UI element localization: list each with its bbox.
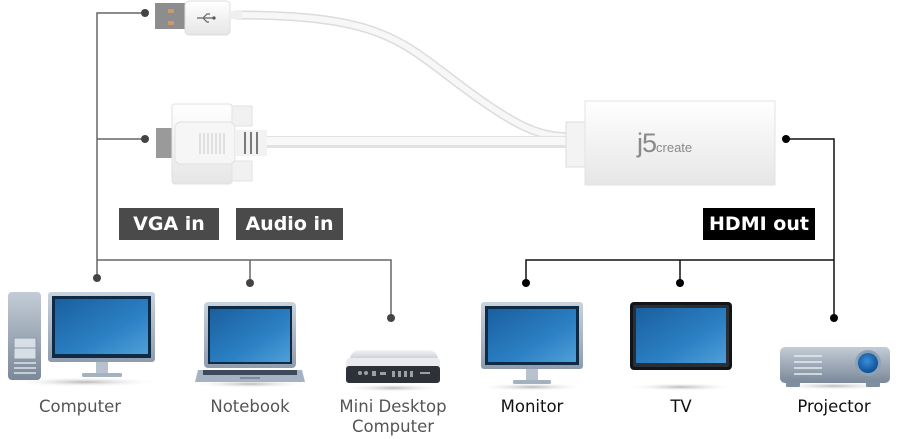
input-wiring [96, 12, 392, 318]
input-wire-dots [93, 9, 395, 322]
vga-dot [141, 135, 149, 143]
monitor-label: Monitor [500, 397, 564, 416]
brand-sub: create [656, 140, 693, 155]
projector-icon [776, 347, 892, 390]
mini-desktop-label-line2: Computer [351, 417, 435, 436]
usb-cable [234, 10, 571, 142]
usb-plug-icon [155, 0, 242, 36]
notebook-dot [246, 279, 254, 287]
projector-label: Projector [797, 397, 871, 416]
computer-label: Computer [38, 397, 122, 416]
projector-dot [830, 314, 838, 322]
vga-in-label: VGA in [119, 208, 219, 240]
output-wire-dots [522, 135, 838, 322]
notebook-label: Notebook [210, 397, 290, 416]
source-bus [97, 259, 392, 318]
vga-cable [265, 136, 570, 148]
tv-dot [676, 279, 684, 287]
mini-dot [387, 314, 395, 322]
tv-icon [626, 302, 736, 391]
mini-desktop-icon [343, 350, 443, 392]
computer-dot [93, 274, 101, 282]
hdmi-wire [786, 138, 835, 318]
brand-logo: j5create [637, 128, 692, 159]
vga-plug-icon [156, 103, 267, 185]
monitor-icon [477, 302, 587, 391]
tv-label: TV [670, 397, 692, 416]
usb-dot [141, 9, 149, 17]
hdmi-out-label: HDMI out [703, 208, 815, 240]
laptop-icon [190, 302, 310, 388]
brand-main: j5 [637, 128, 657, 158]
monitor-dot [522, 279, 530, 287]
desktop-computer-icon [8, 292, 160, 387]
usb-wire [96, 12, 145, 278]
audio-in-label: Audio in [236, 208, 343, 240]
usb-symbol-icon [197, 13, 213, 23]
display-bus [525, 259, 834, 283]
mini-desktop-label: Mini Desktop Computer [328, 397, 458, 437]
mini-desktop-label-line1: Mini Desktop [339, 397, 447, 416]
adapter-box [565, 100, 776, 186]
hdmi-dot [782, 135, 790, 143]
